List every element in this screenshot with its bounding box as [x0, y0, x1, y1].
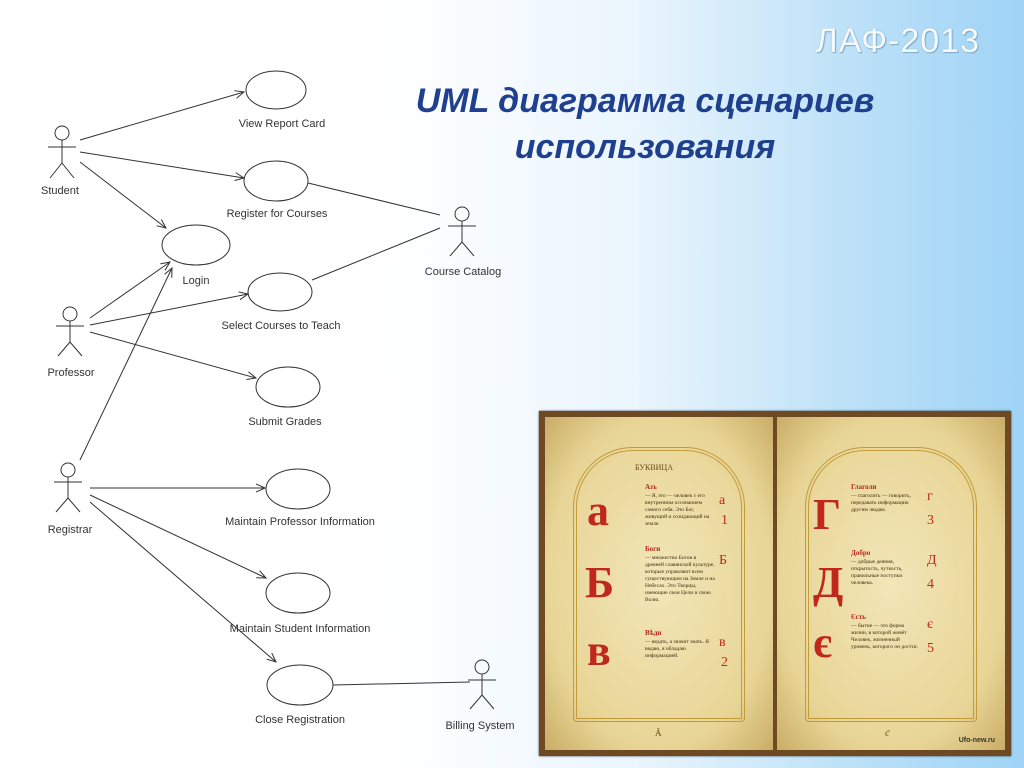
usecase-label-submit-grades: Submit Grades: [248, 416, 322, 428]
letter-a-number: 1: [721, 513, 728, 528]
letter-e-number: 5: [927, 641, 934, 656]
use-case-diagram: Student Professor Registrar Course Catal…: [41, 70, 515, 732]
actor-label-professor: Professor: [47, 367, 94, 379]
letter-d-desc: — добрые деяния, открытость, чуткость, п…: [851, 559, 903, 586]
alphabet-book-image: БУКВИЦА а Азъ — Я, это — человек с его в…: [539, 411, 1011, 756]
right-page-footer: є̄: [885, 728, 889, 738]
letter-b-small: Б: [719, 553, 728, 568]
book-right-page: Г Глаголи — глаголить — говорить, переда…: [777, 417, 1005, 750]
usecase-select-courses: [247, 272, 313, 312]
book-heading: БУКВИЦА: [635, 463, 673, 472]
actor-label-billing-system: Billing System: [445, 720, 514, 732]
ornament-frame: [805, 447, 977, 722]
letter-v-name: Вѣди: [645, 629, 662, 637]
usecase-close-registration: [266, 664, 334, 706]
slide-title: UML диаграмма сценариев использования: [380, 78, 910, 170]
usecase-label-close-registration: Close Registration: [255, 714, 345, 726]
usecase-label-maintain-professor: Maintain Professor Information: [225, 516, 375, 528]
usecase-register-courses: [243, 160, 309, 202]
letter-e: є: [813, 618, 833, 667]
letter-v: в: [587, 626, 611, 675]
usecase-label-maintain-student: Maintain Student Information: [230, 623, 371, 635]
usecase-label-view-report-card: View Report Card: [239, 118, 326, 130]
actor-billing-system-figure: [468, 659, 496, 710]
title-line-1: UML диаграмма сценариев: [415, 82, 875, 120]
letter-e-desc: — бытие — это форма жизни, в которой жив…: [851, 623, 918, 650]
ornament-frame: [573, 447, 745, 722]
letter-b-name: Боги: [645, 545, 661, 553]
actor-course-catalog-figure: [448, 206, 476, 257]
actor-label-course-catalog: Course Catalog: [425, 266, 501, 278]
usecase-label-register-courses: Register for Courses: [227, 208, 328, 220]
letter-a-name: Азъ: [645, 483, 657, 491]
usecase-label-select-courses: Select Courses to Teach: [221, 320, 340, 332]
assoc-register-catalog: [307, 182, 441, 216]
assoc-student-viewreport: [79, 92, 244, 141]
assoc-professor-login: [89, 262, 170, 319]
assoc-student-register: [79, 151, 244, 178]
assoc-professor-submit: [89, 331, 256, 378]
assoc-registrar-maintainstudent: [89, 494, 266, 578]
letter-g: Г: [813, 490, 841, 539]
letter-d-name: Добро: [851, 549, 871, 557]
actor-label-registrar: Registrar: [48, 524, 93, 536]
letter-g-small: г: [927, 489, 933, 504]
letter-a: а: [587, 486, 609, 535]
letter-d-number: 4: [927, 577, 934, 592]
watermark: Ufo-new.ru: [958, 737, 995, 744]
assoc-select-catalog: [311, 227, 441, 281]
usecase-maintain-student: [265, 572, 331, 614]
usecase-label-login: Login: [183, 275, 210, 287]
usecase-login: [161, 224, 231, 266]
letter-v-small: в: [719, 635, 726, 650]
title-line-2: использования: [514, 128, 776, 166]
actor-label-student: Student: [41, 185, 79, 197]
left-page-footer: Ā: [655, 728, 662, 738]
letter-a-small: а: [719, 493, 726, 508]
letter-g-name: Глаголи: [851, 483, 877, 491]
assoc-professor-select: [89, 294, 248, 326]
book-left-page: БУКВИЦА а Азъ — Я, это — человек с его в…: [545, 417, 773, 750]
usecase-maintain-professor: [265, 468, 331, 510]
event-label: ЛАФ-2013: [815, 22, 980, 60]
actor-student-figure: [48, 125, 76, 179]
assoc-registrar-close: [89, 501, 276, 662]
assoc-registrar-login: [79, 268, 172, 461]
letter-a-desc: — Я, это — человек с его внутренним осоз…: [645, 493, 710, 527]
assoc-close-billing: [332, 681, 471, 686]
letter-d-small: Д: [927, 553, 937, 568]
usecase-submit-grades: [255, 366, 321, 408]
actor-professor-figure: [56, 306, 84, 357]
letter-v-number: 2: [721, 655, 728, 670]
letter-b-desc: — множество Богов в древней славянской к…: [645, 555, 715, 603]
letter-g-number: 3: [927, 513, 934, 528]
assoc-student-login: [79, 161, 166, 228]
letter-e-small: є: [927, 617, 934, 632]
letter-v-desc: — ведать, а значит знать. Я ведаю, я обл…: [645, 639, 709, 659]
letter-b: Б: [585, 558, 615, 607]
actor-registrar-figure: [54, 462, 82, 513]
letter-e-name: Єсть: [851, 613, 866, 621]
usecase-view-report-card: [245, 70, 307, 110]
letter-g-desc: — глаголить — говорить, передавать инфор…: [851, 493, 911, 513]
letter-d: Д: [813, 558, 844, 607]
